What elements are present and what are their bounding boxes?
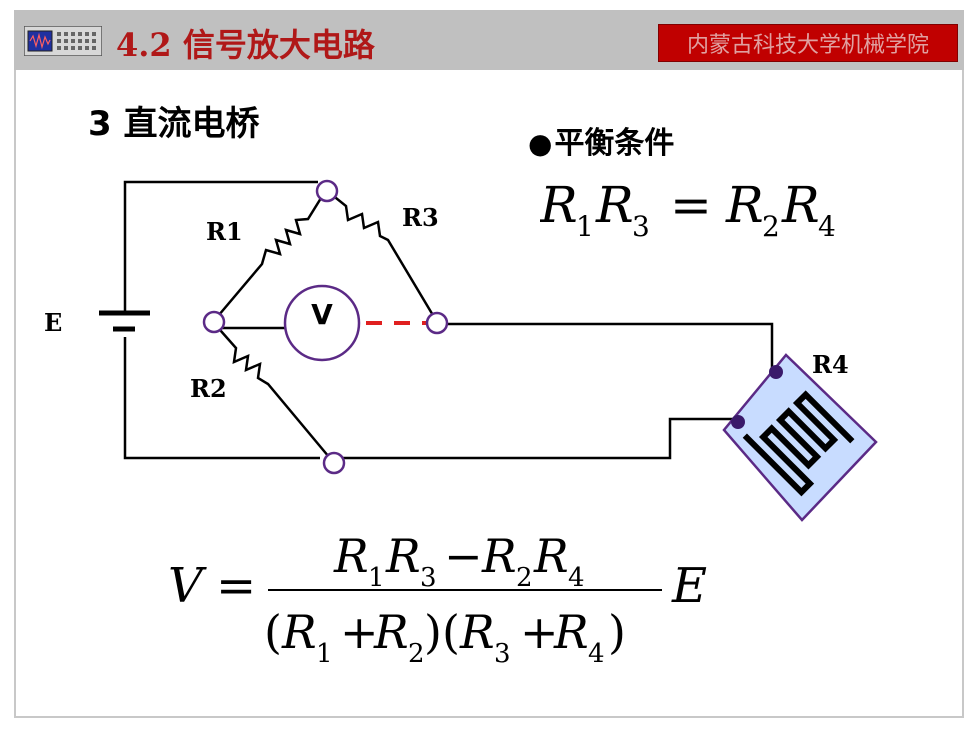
svg-text:4: 4 xyxy=(818,210,836,243)
wire-bottom xyxy=(123,337,320,460)
svg-text:R: R xyxy=(459,605,495,659)
svg-text:1: 1 xyxy=(368,563,385,593)
svg-text:1: 1 xyxy=(316,639,333,669)
svg-text:=: = xyxy=(216,558,256,614)
voltmeter xyxy=(283,284,361,362)
svg-text:4: 4 xyxy=(588,639,605,669)
school-label: 内蒙古科技大学机械学院 xyxy=(658,24,958,62)
svg-text:1: 1 xyxy=(576,210,594,243)
svg-text:4: 4 xyxy=(568,563,585,593)
svg-text:2: 2 xyxy=(408,639,425,669)
label-r4: R4 xyxy=(812,350,849,379)
svg-text:3: 3 xyxy=(632,210,650,243)
slide-title: 4.2 信号放大电路 xyxy=(116,26,375,64)
svg-text:V: V xyxy=(168,558,207,614)
strain-gauge-r4 xyxy=(722,353,878,522)
balance-heading-text: 平衡条件 xyxy=(554,126,675,161)
svg-text:R: R xyxy=(533,529,569,583)
svg-text:): ) xyxy=(608,605,626,659)
node-right xyxy=(425,311,449,335)
svg-text:3: 3 xyxy=(420,563,437,593)
voltmeter-label: V xyxy=(311,298,333,331)
svg-text:R: R xyxy=(781,176,820,234)
svg-text:+: + xyxy=(340,605,379,659)
svg-text:R: R xyxy=(481,529,517,583)
resistor-r3 xyxy=(325,189,439,323)
svg-text:+: + xyxy=(520,605,559,659)
wire-gauge-top xyxy=(445,322,774,372)
svg-text:R: R xyxy=(385,529,421,583)
wire-top xyxy=(123,180,318,312)
resistor-r2 xyxy=(212,321,335,464)
label-source-e: E xyxy=(44,308,63,337)
svg-text:R: R xyxy=(553,605,589,659)
wire-gauge-bottom xyxy=(342,417,738,460)
resistor-r1 xyxy=(212,189,328,323)
output-voltage-equation: V = R 1 R 3 − R 2 R 4 ( R 1 + R 2 )( R 3… xyxy=(168,529,707,669)
svg-text:=: = xyxy=(670,176,712,234)
svg-text:3: 3 xyxy=(494,639,511,669)
svg-text:−: − xyxy=(444,529,483,583)
node-top xyxy=(315,179,339,203)
balance-heading: ●平衡条件 xyxy=(528,118,674,162)
gauge-terminal-top xyxy=(769,365,783,379)
svg-text:2: 2 xyxy=(762,210,780,243)
label-r1: R1 xyxy=(206,217,243,246)
svg-text:R: R xyxy=(595,176,634,234)
node-left xyxy=(202,310,226,334)
label-r3: R3 xyxy=(402,203,439,232)
bullet-icon: ● xyxy=(528,127,553,160)
svg-text:R: R xyxy=(540,176,578,234)
svg-text:R: R xyxy=(333,529,369,583)
gauge-terminal-left xyxy=(731,415,745,429)
svg-text:(: ( xyxy=(264,605,282,659)
balance-equation: R 1 R 3 = R 2 R 4 xyxy=(540,176,836,243)
svg-text:2: 2 xyxy=(516,563,533,593)
svg-text:)(: )( xyxy=(424,605,460,659)
label-r2: R2 xyxy=(190,374,227,403)
section-heading: 3 直流电桥 xyxy=(88,104,260,144)
svg-text:R: R xyxy=(373,605,409,659)
oscilloscope-icon xyxy=(24,26,102,56)
svg-text:R: R xyxy=(281,605,317,659)
svg-text:R: R xyxy=(725,176,764,234)
svg-text:E: E xyxy=(671,558,707,614)
node-bottom xyxy=(322,451,346,475)
